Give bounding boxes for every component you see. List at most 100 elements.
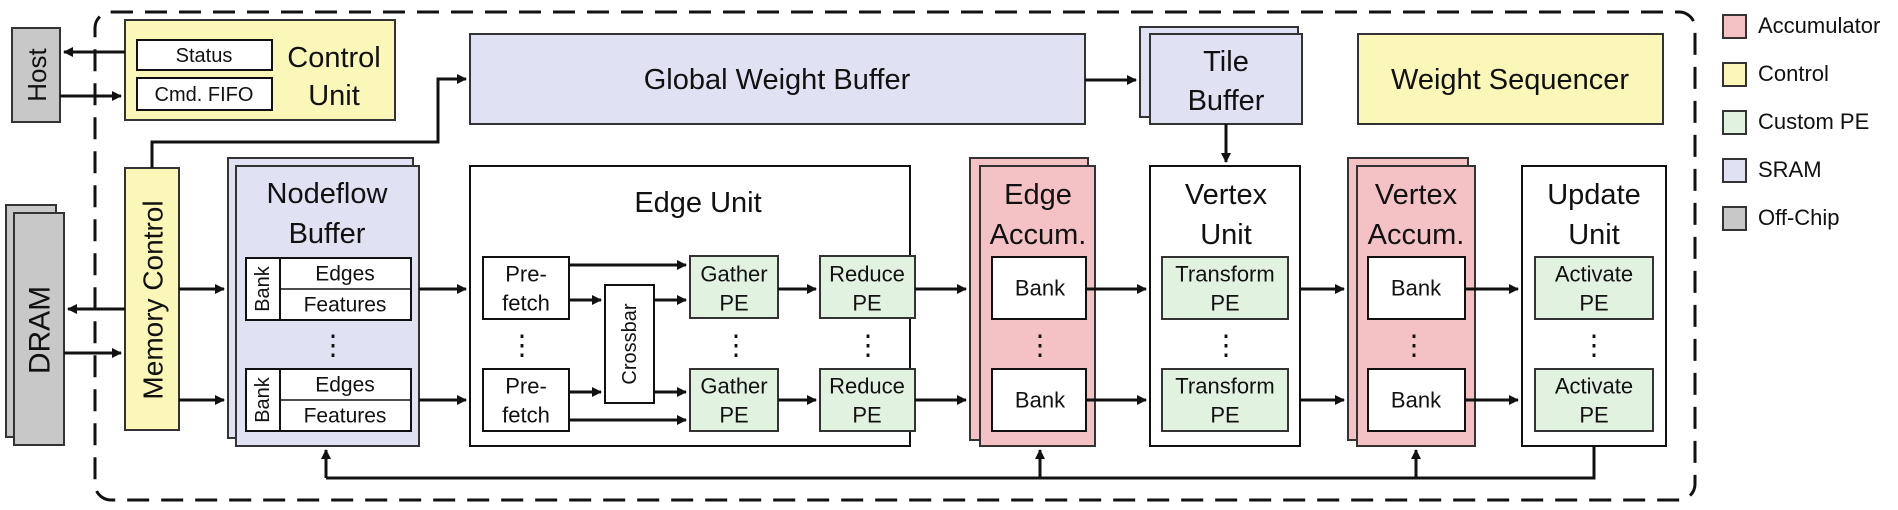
legend-swatch-off-chip — [1722, 206, 1747, 231]
prefetch-bottom: Pre- fetch — [482, 368, 570, 432]
gather-pe-label: PE — [719, 403, 748, 428]
control-unit-title-2: Unit — [308, 80, 360, 112]
legend-label: Off-Chip — [1758, 205, 1840, 230]
update-unit-title-1: Update — [1547, 179, 1641, 211]
vertex-accum-bank-top — [1367, 256, 1466, 320]
reduce-pe-bottom: Reduce PE — [819, 368, 916, 432]
gather-pe-label: PE — [719, 291, 748, 316]
host-block: Host — [11, 27, 61, 123]
legend: Accumulator Control Custom PE SRAM Off-C… — [1722, 10, 1892, 250]
activate-label: Activate — [1555, 262, 1633, 287]
legend-label: Custom PE — [1758, 109, 1870, 134]
tile-buffer-label-2: Buffer — [1188, 85, 1265, 117]
nodeflow-buffer: Nodeflow Buffer Bank Edges Features ⋮ Ba… — [227, 157, 420, 447]
dram-block: DRAM — [5, 204, 65, 446]
feedback-line — [326, 446, 1596, 480]
legend-label: Accumulator — [1758, 13, 1881, 38]
gather-ellipsis: ⋮ — [722, 330, 750, 361]
gather-label: Gather — [700, 262, 767, 287]
prefetch-label-2: fetch — [502, 291, 550, 316]
connections — [60, 47, 1596, 480]
edge-accumulator: Edge Accum. Bank ⋮ Bank — [969, 157, 1096, 447]
edge-accum-ellipsis: ⋮ — [1026, 330, 1054, 361]
legend-item-control: Control — [1722, 58, 1892, 106]
status-label: Status — [176, 45, 233, 67]
reduce-label: Reduce — [829, 374, 905, 399]
nodeflow-features-label: Features — [304, 294, 387, 317]
transform-label: Transform — [1175, 374, 1274, 399]
edge-accum-title-2: Accum. — [990, 219, 1087, 251]
legend-item-sram: SRAM — [1722, 154, 1892, 202]
activate-pe-label: PE — [1579, 403, 1608, 428]
vertex-accum-title-2: Accum. — [1368, 219, 1465, 251]
tile-buffer: Tile Buffer — [1139, 26, 1303, 125]
activate-pe-top: Activate PE — [1534, 256, 1654, 320]
vertex-unit-title-1: Vertex — [1185, 179, 1268, 211]
weight-sequencer-label: Weight Sequencer — [1391, 64, 1629, 96]
edge-accum-title-1: Edge — [1004, 179, 1072, 211]
vertex-unit: Vertex Unit Transform PE ⋮ Transform PE — [1149, 165, 1301, 447]
gather-pe-top: Gather PE — [689, 255, 779, 319]
prefetch-top: Pre- fetch — [482, 256, 570, 320]
activate-ellipsis: ⋮ — [1580, 330, 1608, 361]
edge-unit: Edge Unit Pre- fetch ⋮ Pre- fetch Crossb… — [469, 165, 916, 447]
prefetch-label-1: Pre- — [505, 374, 547, 399]
control-unit-title-1: Control — [287, 42, 381, 74]
prefetch-label-2: fetch — [502, 403, 550, 428]
crossbar-label: Crossbar — [619, 303, 641, 384]
activate-pe-label: PE — [1579, 291, 1608, 316]
activate-label: Activate — [1555, 374, 1633, 399]
edge-accum-bank-bottom — [991, 368, 1087, 432]
edge-unit-title: Edge Unit — [634, 187, 761, 219]
cmd-fifo-label: Cmd. FIFO — [155, 84, 254, 106]
transform-ellipsis: ⋮ — [1212, 330, 1240, 361]
memory-control-label: Memory Control — [138, 200, 169, 399]
legend-item-off-chip: Off-Chip — [1722, 202, 1892, 250]
reduce-pe-label: PE — [852, 291, 881, 316]
update-unit: Update Unit Activate PE ⋮ Activate PE — [1521, 165, 1667, 447]
legend-swatch-sram — [1722, 158, 1747, 183]
legend-label: Control — [1758, 61, 1829, 86]
vertex-accum-bank-label: Bank — [1391, 388, 1442, 413]
nodeflow-bank-label: Bank — [252, 265, 274, 312]
update-unit-title-2: Unit — [1568, 219, 1620, 251]
transform-label: Transform — [1175, 262, 1274, 287]
activate-pe-bottom: Activate PE — [1534, 368, 1654, 432]
nodeflow-bank-top: Bank Edges Features — [245, 257, 412, 321]
gather-label: Gather — [700, 374, 767, 399]
nodeflow-edges-label: Edges — [315, 374, 375, 397]
legend-item-accumulator: Accumulator — [1722, 10, 1892, 58]
reduce-label: Reduce — [829, 262, 905, 287]
vertex-accum-ellipsis: ⋮ — [1400, 330, 1428, 361]
legend-swatch-custom-pe — [1722, 110, 1747, 135]
nodeflow-bank-bottom: Bank Edges Features — [245, 368, 412, 432]
vertex-accum-bank-label: Bank — [1391, 276, 1442, 301]
transform-pe-bottom: Transform PE — [1161, 368, 1289, 432]
legend-label: SRAM — [1758, 157, 1822, 182]
reduce-pe-top: Reduce PE — [819, 255, 916, 319]
edge-accum-bank-top — [991, 256, 1087, 320]
reduce-ellipsis: ⋮ — [854, 330, 882, 361]
vertex-accumulator: Vertex Accum. Bank ⋮ Bank — [1347, 157, 1476, 447]
nodeflow-ellipsis: ⋮ — [319, 330, 347, 361]
nodeflow-bank-label: Bank — [252, 376, 274, 423]
nodeflow-buffer-title-2: Buffer — [289, 218, 366, 250]
weight-sequencer: Weight Sequencer — [1357, 33, 1664, 125]
legend-swatch-accumulator — [1722, 14, 1747, 39]
global-weight-buffer: Global Weight Buffer — [469, 33, 1086, 125]
host-label: Host — [22, 47, 52, 101]
prefetch-ellipsis: ⋮ — [508, 330, 536, 361]
transform-pe-label: PE — [1210, 403, 1239, 428]
vertex-accum-title-1: Vertex — [1375, 179, 1458, 211]
tile-buffer-label-1: Tile — [1203, 46, 1249, 78]
memory-control: Memory Control — [124, 167, 180, 431]
nodeflow-edges-label: Edges — [315, 263, 375, 286]
arrow-memctl-to-gwb — [150, 74, 467, 168]
vertex-unit-title-2: Unit — [1200, 219, 1252, 251]
status-register — [136, 39, 273, 71]
transform-pe-label: PE — [1210, 291, 1239, 316]
dram-label: DRAM — [24, 286, 57, 374]
chip-boundary — [93, 10, 1697, 502]
legend-item-custom-pe: Custom PE — [1722, 106, 1892, 154]
